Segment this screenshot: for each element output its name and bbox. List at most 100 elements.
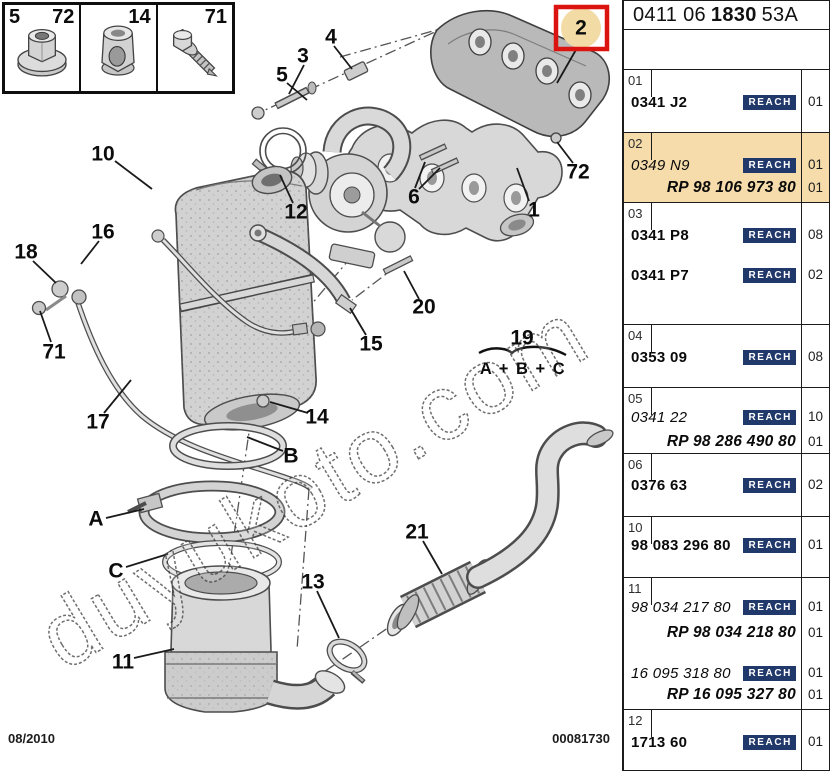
legend-cell-flange-nut: 5 72 bbox=[5, 5, 82, 91]
part-number: 98 083 296 80 bbox=[631, 536, 731, 554]
callout-14[interactable]: 14 bbox=[305, 405, 329, 429]
row-index: 05 bbox=[628, 391, 643, 406]
part-line: 0341 P7 REACH bbox=[631, 265, 796, 285]
callout-13[interactable]: 13 bbox=[301, 570, 325, 594]
replacement-part-line: RP 16 095 327 80 bbox=[631, 685, 796, 705]
parts-row-02[interactable]: 02 0349 N9 REACH RP 98 106 973 80 01 01 bbox=[624, 133, 829, 203]
row-index: 03 bbox=[628, 206, 643, 221]
index-divider bbox=[651, 578, 652, 605]
reach-badge[interactable]: REACH bbox=[743, 599, 796, 615]
callout-A[interactable]: A bbox=[88, 507, 104, 531]
legend-label: 14 bbox=[128, 6, 151, 28]
index-divider bbox=[651, 454, 652, 481]
reach-badge[interactable]: REACH bbox=[743, 477, 796, 493]
part-number: RP 16 095 327 80 bbox=[666, 686, 796, 703]
callout-sum-abc[interactable]: A + B + C bbox=[479, 359, 567, 378]
row-index: 01 bbox=[628, 73, 643, 88]
reach-badge[interactable]: REACH bbox=[743, 227, 796, 243]
callout-21[interactable]: 21 bbox=[405, 520, 429, 544]
reach-badge[interactable]: REACH bbox=[743, 349, 796, 365]
callout-B[interactable]: B bbox=[283, 444, 299, 468]
callout-18[interactable]: 18 bbox=[14, 240, 38, 264]
part-number: 98 034 217 80 bbox=[631, 598, 731, 616]
quantity-value: 01 bbox=[807, 180, 824, 195]
callout-71[interactable]: 71 bbox=[42, 340, 66, 364]
part-number: RP 98 106 973 80 bbox=[666, 179, 796, 196]
part-line: 16 095 318 80 REACH bbox=[631, 663, 796, 683]
callout-72[interactable]: 72 bbox=[566, 160, 590, 184]
callout-2[interactable]: 2 bbox=[575, 16, 587, 40]
callout-10[interactable]: 10 bbox=[91, 142, 115, 166]
quantity-value: 01 bbox=[807, 157, 824, 172]
manifold-studs bbox=[251, 61, 460, 175]
part-line: 0341 J2 REACH bbox=[631, 92, 796, 112]
legend-label: 72 bbox=[52, 6, 75, 28]
catalog-date: 08/2010 bbox=[8, 731, 55, 746]
callout-15[interactable]: 15 bbox=[359, 332, 383, 356]
reach-badge[interactable]: REACH bbox=[743, 267, 796, 283]
index-divider bbox=[651, 325, 652, 352]
quantity-value: 01 bbox=[807, 665, 824, 680]
part-number: 16 095 318 80 bbox=[631, 664, 731, 682]
part-number: 0349 N9 bbox=[631, 156, 690, 174]
parts-row-01[interactable]: 01 0341 J2 REACH 01 bbox=[624, 70, 829, 133]
screw-icon bbox=[172, 28, 218, 77]
index-divider bbox=[651, 710, 652, 737]
rivet-nut-icon bbox=[101, 25, 136, 76]
callout-16[interactable]: 16 bbox=[91, 220, 115, 244]
row-index: 10 bbox=[628, 520, 643, 535]
index-divider bbox=[651, 517, 652, 544]
callout-12[interactable]: 12 bbox=[284, 200, 308, 224]
quantity-column: 08 bbox=[801, 325, 829, 387]
callout-11[interactable]: 11 bbox=[111, 650, 135, 674]
quantity-value: 01 bbox=[807, 94, 824, 109]
callout-6[interactable]: 6 bbox=[408, 185, 420, 209]
index-divider bbox=[651, 133, 652, 160]
reach-badge[interactable]: REACH bbox=[743, 409, 796, 425]
part-number: 0341 J2 bbox=[631, 93, 688, 111]
part-number: 0376 63 bbox=[631, 476, 688, 494]
callout-20[interactable]: 20 bbox=[412, 295, 436, 319]
exploded-diagram: duyukoto.com 5 72 14 bbox=[2, 2, 614, 746]
callout-5[interactable]: 5 bbox=[276, 63, 288, 87]
quantity-column: 01 bbox=[801, 517, 829, 577]
reach-badge[interactable]: REACH bbox=[743, 94, 796, 110]
callout-3[interactable]: 3 bbox=[297, 44, 309, 68]
quantity-value: 01 bbox=[807, 434, 824, 449]
part-line: 0349 N9 REACH bbox=[631, 155, 796, 175]
quantity-column: 01 01 bbox=[801, 133, 829, 202]
row-index: 02 bbox=[628, 136, 643, 151]
title-suffix: 53A bbox=[761, 3, 799, 26]
callout-1[interactable]: 1 bbox=[528, 198, 540, 222]
row-index: 12 bbox=[628, 713, 643, 728]
index-divider bbox=[651, 203, 652, 230]
callout-4[interactable]: 4 bbox=[325, 25, 337, 49]
quantity-value: 08 bbox=[807, 227, 824, 242]
quantity-column: 01 bbox=[801, 710, 829, 770]
callout-17[interactable]: 17 bbox=[86, 410, 110, 434]
reach-badge[interactable]: REACH bbox=[743, 157, 796, 173]
reach-badge[interactable]: REACH bbox=[743, 665, 796, 681]
part-number: 0341 P7 bbox=[631, 266, 689, 284]
callout-19[interactable]: 19 bbox=[510, 326, 534, 350]
parts-rows: 01 0341 J2 REACH 01 02 0349 N9 REACH RP 98 106 … bbox=[624, 70, 829, 771]
reach-badge[interactable]: REACH bbox=[743, 734, 796, 750]
part-line: 98 083 296 80 REACH bbox=[631, 535, 796, 555]
quantity-value: 02 bbox=[807, 477, 824, 492]
callout-C[interactable]: C bbox=[108, 559, 124, 583]
reach-badge[interactable]: REACH bbox=[743, 537, 796, 553]
title-bold: 1830 bbox=[710, 3, 757, 26]
